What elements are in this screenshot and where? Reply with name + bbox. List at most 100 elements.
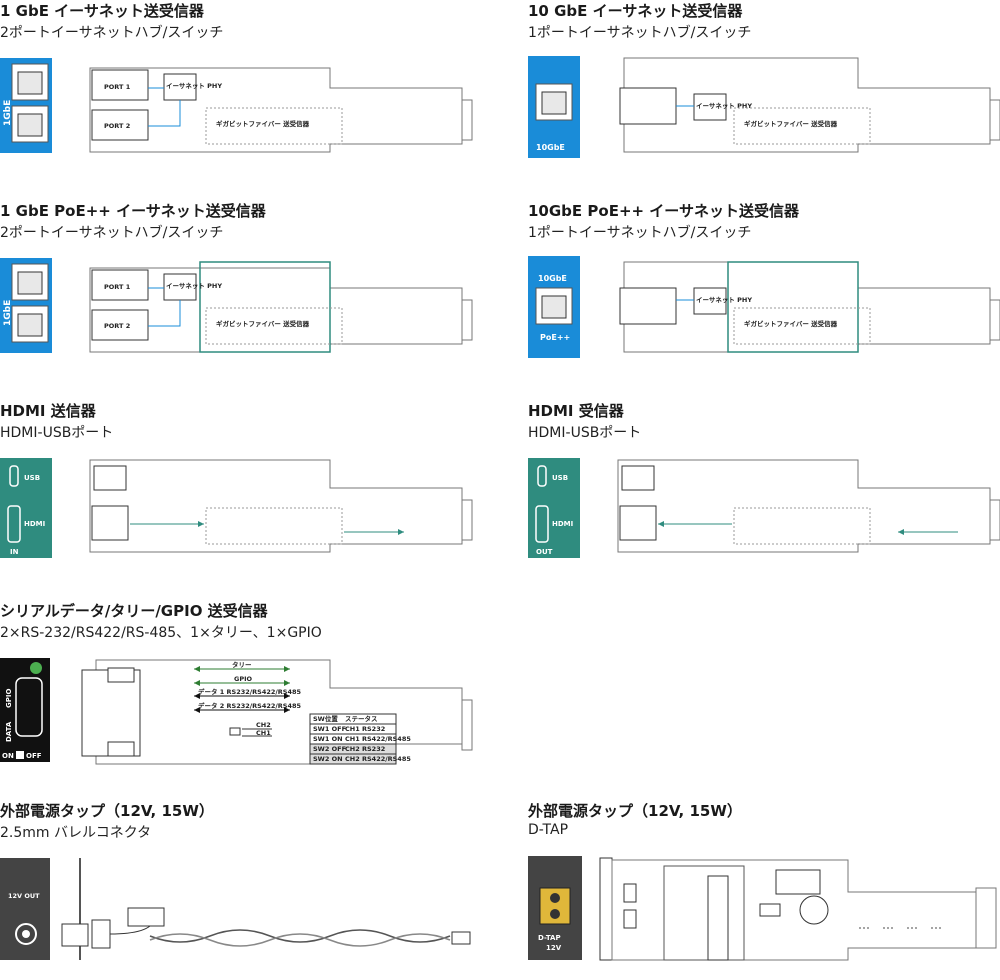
module-10gbe-poe: 10GbE PoE++ イーサネット送受信器 1ポートイーサネットハブ/スイッチ…: [528, 200, 1000, 380]
module-title: 外部電源タップ（12V, 15W）: [528, 802, 742, 820]
off-label: OFF: [26, 752, 42, 760]
ch2-label: CH2: [256, 721, 271, 729]
table-cell: CH2 RS232: [345, 745, 385, 753]
panel-label: 12V OUT: [8, 892, 40, 900]
fiber-label: ギガビットファイバー 送受信器: [216, 319, 310, 328]
panel-label-2: 12V: [546, 944, 562, 952]
port1-label: PORT 1: [104, 283, 131, 291]
board: イーサネット PHY ギガビットファイバー 送受信器: [619, 261, 1000, 353]
module-dc-barrel: 外部電源タップ（12V, 15W） 2.5mm バレルコネクタ 12V OUT: [0, 800, 480, 980]
serial-diagram: GPIO DATA ON OFF タリー GPIO データ 1 RS232/RS…: [0, 658, 473, 765]
table-header-pos: SW位置: [313, 714, 338, 723]
front-panel: USB HDMI OUT: [528, 458, 580, 558]
table-header-status: ステータス: [345, 714, 378, 723]
board: PORT 1 PORT 2 イーサネット PHY ギガビットファイバー 送受信器: [89, 261, 473, 353]
hdmi-label: HDMI: [24, 520, 45, 528]
phy-label: イーサネット PHY: [696, 102, 752, 110]
module-10gbe: 10 GbE イーサネット送受信器 1ポートイーサネットハブ/スイッチ 10Gb…: [528, 0, 1000, 180]
module-serial: シリアルデータ/タリー/GPIO 送受信器 2×RS-232/RS422/RS-…: [0, 600, 480, 780]
10gbe-poe-diagram: 10GbE PoE++ イーサネット PHY ギガビットファイバー 送受信器: [528, 256, 1000, 358]
10gbe-diagram: 10GbE イーサネット PHY ギガビットファイバー 送受信器: [528, 56, 1000, 158]
module-title: 1 GbE イーサネット送受信器: [0, 2, 204, 20]
port1-label: PORT 1: [104, 83, 131, 91]
phy-label: イーサネット PHY: [166, 82, 222, 90]
front-panel: GPIO DATA ON OFF: [0, 658, 50, 762]
table-cell: SW1 ON: [313, 735, 343, 743]
dtap-diagram: D-TAP 12V: [528, 856, 997, 961]
front-panel: USB HDMI IN: [0, 458, 52, 558]
table-cell: CH1 RS422/RS485: [345, 735, 411, 743]
panel-label-bottom: PoE++: [540, 333, 570, 342]
hdmi-rx-diagram: USB HDMI OUT: [528, 458, 1000, 558]
fiber-label: ギガビットファイバー 送受信器: [744, 319, 838, 328]
direction-label: OUT: [536, 548, 553, 556]
module-subtitle: HDMI-USBポート: [528, 425, 642, 441]
front-panel: 10GbE: [528, 56, 580, 158]
panel-label: 1GbE: [3, 100, 13, 126]
phy-label: イーサネット PHY: [696, 296, 752, 304]
arrow-label-gpio: GPIO: [234, 675, 253, 683]
module-subtitle: 1ポートイーサネットハブ/スイッチ: [528, 25, 752, 41]
arrow-label-data1: データ 1 RS232/RS422/RS485: [198, 687, 302, 696]
module-title: HDMI 受信器: [528, 402, 624, 420]
module-title: HDMI 送信器: [0, 402, 96, 420]
switch-table: SW位置 ステータス SW1 OFF CH1 RS232 SW1 ON CH1 …: [309, 713, 411, 765]
board: イーサネット PHY ギガビットファイバー 送受信器: [619, 57, 1000, 153]
port2-label: PORT 2: [104, 322, 130, 330]
module-1gbe: 1 GbE イーサネット送受信器 2ポートイーサネットハブ/スイッチ 1GbE …: [0, 0, 473, 180]
module-subtitle: 2×RS-232/RS422/RS-485、1×タリー、1×GPIO: [0, 625, 322, 641]
panel-label: 1GbE: [3, 300, 13, 326]
arrow-label-tally: タリー: [232, 660, 252, 669]
panel-label-top: 10GbE: [538, 274, 567, 283]
table-cell: SW1 OFF: [313, 725, 346, 733]
module-title: 10 GbE イーサネット送受信器: [528, 2, 743, 20]
usb-label: USB: [24, 474, 40, 482]
port2-label: PORT 2: [104, 122, 130, 130]
module-subtitle: 2ポートイーサネットハブ/スイッチ: [0, 25, 224, 41]
module-subtitle: D-TAP: [528, 822, 569, 838]
arrow-label-data2: データ 2 RS232/RS422/RS485: [198, 701, 302, 710]
module-hdmi-tx: HDMI 送信器 HDMI-USBポート USB HDMI IN: [0, 400, 473, 580]
table-cell: SW2 OFF: [313, 745, 346, 753]
panel-label-1: D-TAP: [538, 934, 561, 942]
table-cell: CH1 RS232: [345, 725, 385, 733]
board: タリー GPIO データ 1 RS232/RS422/RS485 データ 2 R…: [81, 659, 473, 765]
module-title: シリアルデータ/タリー/GPIO 送受信器: [0, 602, 268, 620]
module-subtitle: 2.5mm バレルコネクタ: [0, 825, 152, 841]
panel-label: 10GbE: [536, 143, 565, 152]
hdmi-tx-diagram: USB HDMI IN: [0, 458, 473, 558]
gpio-label: GPIO: [5, 689, 13, 708]
board: [89, 459, 473, 553]
on-label: ON: [2, 752, 14, 760]
module-subtitle: HDMI-USBポート: [0, 425, 114, 441]
usb-label: USB: [552, 474, 568, 482]
table-cell: SW2 ON: [313, 755, 343, 763]
front-panel: 10GbE PoE++: [528, 256, 580, 358]
table-cell: CH2 RS422/RS485: [345, 755, 411, 763]
hdmi-label: HDMI: [552, 520, 573, 528]
cable-assembly: [61, 858, 471, 960]
module-title: 外部電源タップ（12V, 15W）: [0, 802, 214, 820]
module-dtap: 外部電源タップ（12V, 15W） D-TAP D-TAP 12V: [528, 800, 998, 980]
module-1gbe-poe: 1 GbE PoE++ イーサネット送受信器 2ポートイーサネットハブ/スイッチ…: [0, 200, 473, 380]
module-title: 1 GbE PoE++ イーサネット送受信器: [0, 202, 266, 220]
front-panel: 1GbE: [0, 258, 52, 353]
module-subtitle: 2ポートイーサネットハブ/スイッチ: [0, 225, 224, 241]
module-subtitle: 1ポートイーサネットハブ/スイッチ: [528, 225, 752, 241]
module-hdmi-rx: HDMI 受信器 HDMI-USBポート USB HDMI OUT: [528, 400, 1000, 580]
direction-label: IN: [10, 548, 19, 556]
front-panel: 12V OUT: [0, 858, 50, 960]
front-panel: D-TAP 12V: [528, 856, 582, 960]
board: PORT 1 PORT 2 イーサネット PHY ギガビットファイバー 送受信器: [89, 67, 473, 153]
front-panel: 1GbE: [0, 58, 52, 153]
board: [617, 459, 1000, 553]
phy-label: イーサネット PHY: [166, 282, 222, 290]
fiber-label: ギガビットファイバー 送受信器: [216, 119, 310, 128]
data-label: DATA: [5, 721, 13, 742]
module-title: 10GbE PoE++ イーサネット送受信器: [528, 202, 799, 220]
ch1-label: CH1: [256, 729, 271, 737]
1gbe-poe-diagram: 1GbE PORT 1 PORT 2 イーサネット PHY ギガビットファイバー…: [0, 258, 473, 353]
board: [599, 857, 997, 961]
dc-barrel-diagram: 12V OUT: [0, 858, 471, 960]
1gbe-diagram: 1GbE PORT 1 PORT 2 イーサネット PHY ギガビットファイバー…: [0, 58, 473, 153]
